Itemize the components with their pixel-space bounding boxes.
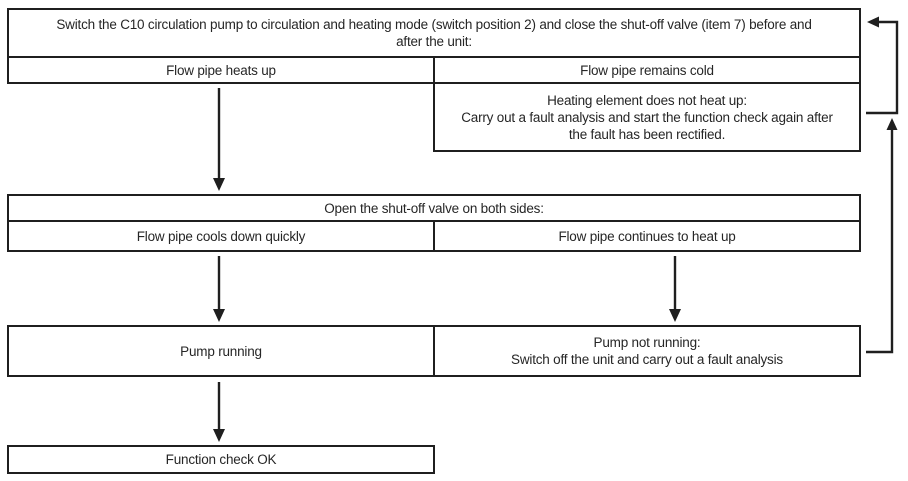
- step2-outcome-left-box: Flow pipe cools down quickly: [7, 220, 435, 252]
- step2-instruction-text: Open the shut-off valve on both sides:: [324, 200, 544, 216]
- step2-outcome-left-text: Flow pipe cools down quickly: [136, 228, 306, 244]
- heating-fault-text: Heating element does not heat up: Carry …: [461, 92, 833, 142]
- step2-instruction-box: Open the shut-off valve on both sides:: [7, 194, 861, 222]
- down-arrow-icon-4: [213, 382, 225, 442]
- step1-outcome-right-text: Flow pipe remains cold: [580, 62, 714, 78]
- function-check-ok-box: Function check OK: [7, 445, 435, 474]
- feedback-loop-upper: [866, 16, 899, 115]
- step1-outcome-left-text: Flow pipe heats up: [166, 62, 276, 78]
- step1-instruction-box: Switch the C10 circulation pump to circu…: [7, 8, 861, 58]
- step1-outcome-left-box: Flow pipe heats up: [7, 56, 435, 84]
- step2-outcome-right-box: Flow pipe continues to heat up: [433, 220, 861, 252]
- function-check-ok-text: Function check OK: [165, 452, 277, 467]
- down-arrow-icon-2: [213, 256, 225, 322]
- heating-fault-box: Heating element does not heat up: Carry …: [433, 82, 861, 152]
- pump-running-box: Pump running: [7, 325, 435, 377]
- pump-running-text: Pump running: [180, 343, 262, 359]
- down-arrow-icon-1: [213, 88, 225, 191]
- step1-instruction-text: Switch the C10 circulation pump to circu…: [56, 17, 812, 49]
- pump-not-running-box: Pump not running: Switch off the unit an…: [433, 325, 861, 377]
- down-arrow-icon-3: [669, 256, 681, 322]
- feedback-loop-lower: [866, 118, 898, 354]
- step2-outcome-right-text: Flow pipe continues to heat up: [558, 228, 736, 244]
- pump-not-running-text: Pump not running: Switch off the unit an…: [511, 335, 783, 367]
- step1-outcome-right-box: Flow pipe remains cold: [433, 56, 861, 84]
